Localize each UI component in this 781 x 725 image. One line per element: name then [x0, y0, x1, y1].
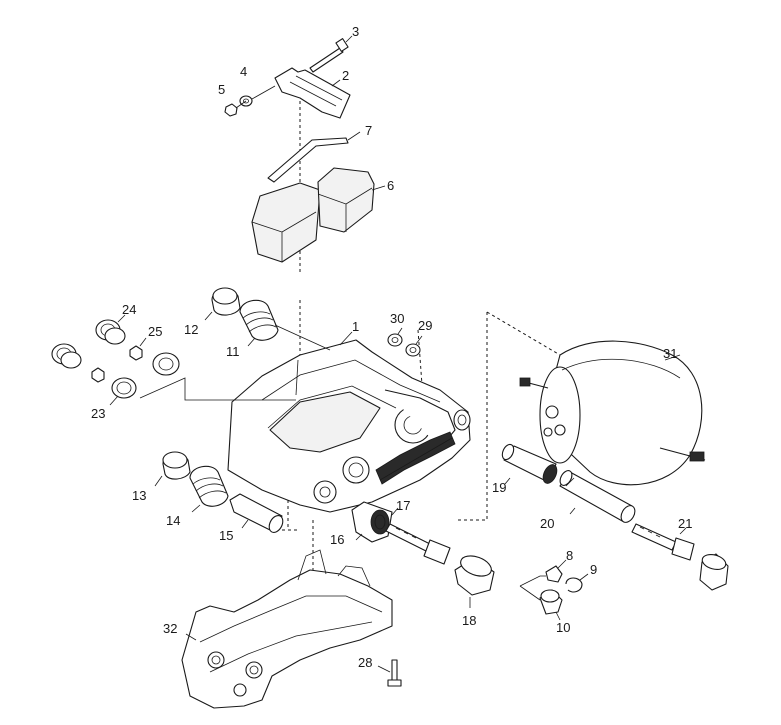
callout-21: 21 — [678, 516, 692, 531]
part-20-guide-pin — [559, 470, 636, 523]
callout-32: 32 — [163, 621, 177, 636]
part-small-nut-left — [91, 367, 105, 383]
part-13-cap — [154, 451, 191, 487]
callout-16: 16 — [330, 532, 344, 547]
part-17-guide-bolt — [385, 507, 451, 565]
part-8-plug — [545, 559, 567, 583]
callout-11: 11 — [226, 344, 240, 359]
part-10-cap — [539, 589, 563, 621]
callout-31: 31 — [663, 346, 677, 361]
callout-14: 14 — [166, 513, 180, 528]
part-seal-right — [152, 352, 180, 376]
callout-25: 25 — [148, 324, 162, 339]
callout-5: 5 — [218, 82, 225, 97]
callout-23: 23 — [91, 406, 105, 421]
part-21-bolt — [631, 523, 695, 561]
callout-9: 9 — [590, 562, 597, 577]
callout-20: 20 — [540, 516, 554, 531]
callout-18: 18 — [462, 613, 476, 628]
part-19-sleeve — [501, 443, 558, 485]
callout-19: 19 — [492, 480, 506, 495]
part-3-bolt — [309, 35, 353, 73]
part-11-bellows — [239, 299, 331, 351]
part-14-bellows — [189, 465, 229, 513]
part-29-seal — [405, 343, 421, 357]
part-9-clip — [565, 573, 589, 593]
part-2-bracket — [274, 67, 351, 119]
part-28-bolt — [377, 659, 402, 687]
part-16-bushing — [351, 501, 393, 543]
part-15-sleeve — [229, 493, 284, 533]
part-6-brake-pads — [251, 167, 386, 263]
callout-8: 8 — [566, 548, 573, 563]
callout-13: 13 — [132, 488, 146, 503]
callout-12: 12 — [184, 322, 198, 337]
callout-3: 3 — [352, 24, 359, 39]
callout-28: 28 — [358, 655, 372, 670]
part-25-nut — [129, 337, 147, 361]
callout-1: 1 — [352, 319, 359, 334]
callout-30: 30 — [390, 311, 404, 326]
part-seal-left — [51, 343, 82, 369]
callout-15: 15 — [219, 528, 233, 543]
callout-6: 6 — [387, 178, 394, 193]
part-24-seal-ring — [95, 314, 126, 345]
callout-labels: 1 2 3 4 5 6 7 8 9 10 11 12 13 14 15 16 1… — [91, 24, 692, 670]
part-23-seal — [109, 377, 137, 406]
callout-7: 7 — [365, 123, 372, 138]
callout-17: 17 — [396, 498, 410, 513]
part-31-brake-chamber — [519, 340, 706, 486]
part-32-carrier — [181, 549, 393, 709]
callout-2: 2 — [342, 68, 349, 83]
part-21-cap — [699, 553, 729, 591]
callout-24: 24 — [122, 302, 136, 317]
callout-4: 4 — [240, 64, 247, 79]
callout-29: 29 — [418, 318, 432, 333]
part-5-nut — [224, 103, 238, 117]
part-7-spring — [267, 131, 361, 183]
part-1-caliper-housing — [227, 331, 471, 513]
callout-10: 10 — [556, 620, 570, 635]
part-18-cap — [454, 555, 495, 608]
part-12-cap — [204, 287, 241, 321]
part-30-seal — [387, 333, 403, 347]
